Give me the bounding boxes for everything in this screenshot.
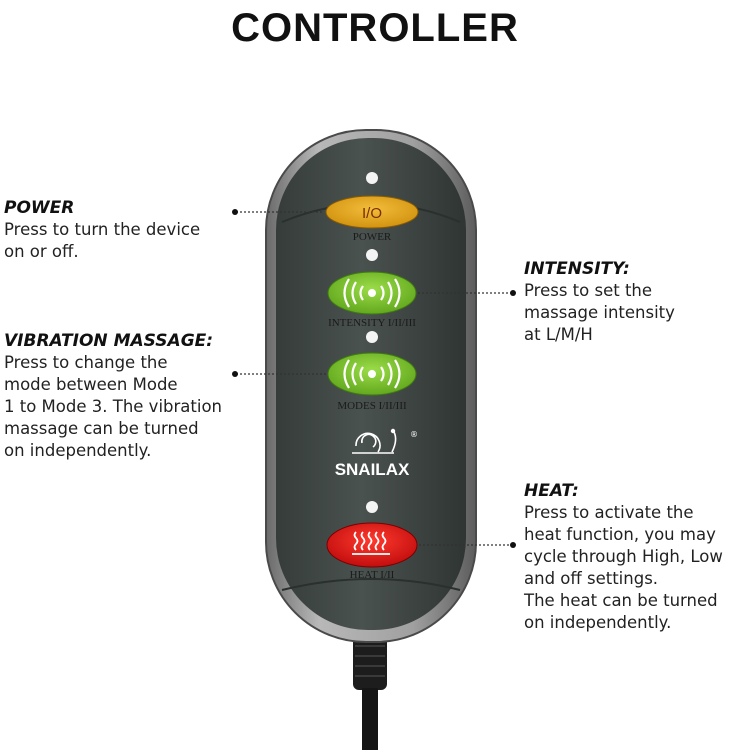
callout-intensity: INTENSITY: Press to set the massage inte… — [524, 258, 744, 346]
power-button[interactable]: I/O — [325, 195, 419, 229]
callout-vibration: VIBRATION MASSAGE: Press to change the m… — [4, 330, 254, 462]
snail-logo-icon — [352, 428, 397, 454]
callout-heat: HEAT: Press to activate the heat functio… — [524, 480, 748, 634]
heat-label: HEAT I/II — [350, 569, 395, 581]
heat-button[interactable] — [326, 522, 418, 568]
modes-label: MODES I/II/III — [337, 400, 407, 412]
callout-power: POWER Press to turn the device on or off… — [4, 197, 234, 263]
power-label: POWER — [353, 231, 392, 243]
modes-button[interactable] — [327, 352, 417, 396]
cable — [353, 628, 387, 750]
callout-intensity-heading: INTENSITY: — [524, 259, 630, 279]
callout-power-body: Press to turn the device on or off. — [4, 220, 201, 261]
intensity-label: INTENSITY I/II/III — [328, 317, 416, 329]
registered-mark: ® — [410, 430, 418, 439]
vibration-wave-icon — [343, 278, 401, 308]
page-title: CONTROLLER — [231, 6, 519, 50]
modes-led — [366, 331, 378, 343]
callout-intensity-body: Press to set the massage intensity at L/… — [524, 281, 675, 344]
intensity-button[interactable] — [327, 271, 417, 315]
heat-led — [366, 501, 378, 513]
power-button-symbol: I/O — [362, 205, 382, 222]
heat-wave-icon — [352, 531, 390, 555]
callout-leaders — [232, 209, 516, 548]
callout-heat-heading: HEAT: — [524, 481, 579, 501]
callout-power-heading: POWER — [4, 198, 75, 218]
power-led — [366, 172, 378, 184]
callout-heat-body: Press to activate the heat function, you… — [524, 503, 723, 632]
brand-name: SNAILAX — [335, 460, 410, 479]
vibration-wave-icon — [343, 359, 401, 389]
callout-vibration-body: Press to change the mode between Mode 1 … — [4, 353, 222, 460]
intensity-led — [366, 249, 378, 261]
callout-vibration-heading: VIBRATION MASSAGE: — [4, 331, 214, 351]
